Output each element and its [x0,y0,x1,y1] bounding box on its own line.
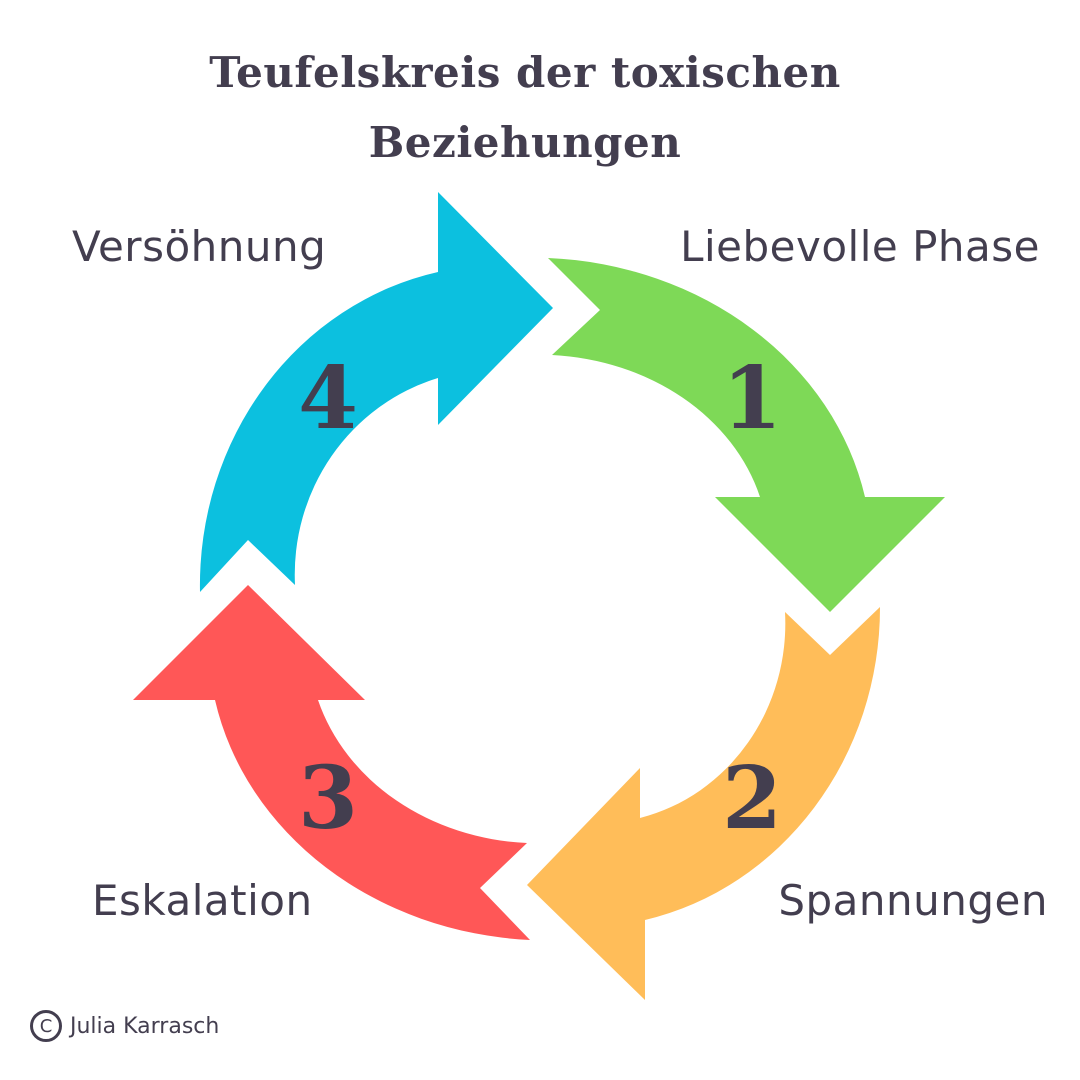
phase-3-arrow [133,585,530,940]
phase-2-label: Spannungen [778,876,1048,925]
phase-2-arrow [527,607,881,1000]
phase-4-label: Versöhnung [72,222,327,271]
phase-4-number: 4 [298,348,358,449]
phase-1-number: 1 [722,348,782,449]
title-line-1: Teufelskreis der toxischen [209,48,841,97]
credit-author: Julia Karrasch [70,1013,220,1039]
copyright-icon: C [30,1010,62,1042]
phase-3-number: 3 [298,748,358,849]
phase-2-number: 2 [722,748,782,849]
credit: C Julia Karrasch [30,1008,219,1044]
phase-1-arrow [548,258,945,612]
phase-4-arrow [199,192,553,592]
phase-1-label: Liebevolle Phase [680,222,1040,271]
phase-3-label: Eskalation [92,876,313,925]
title-line-2: Beziehungen [368,118,682,167]
